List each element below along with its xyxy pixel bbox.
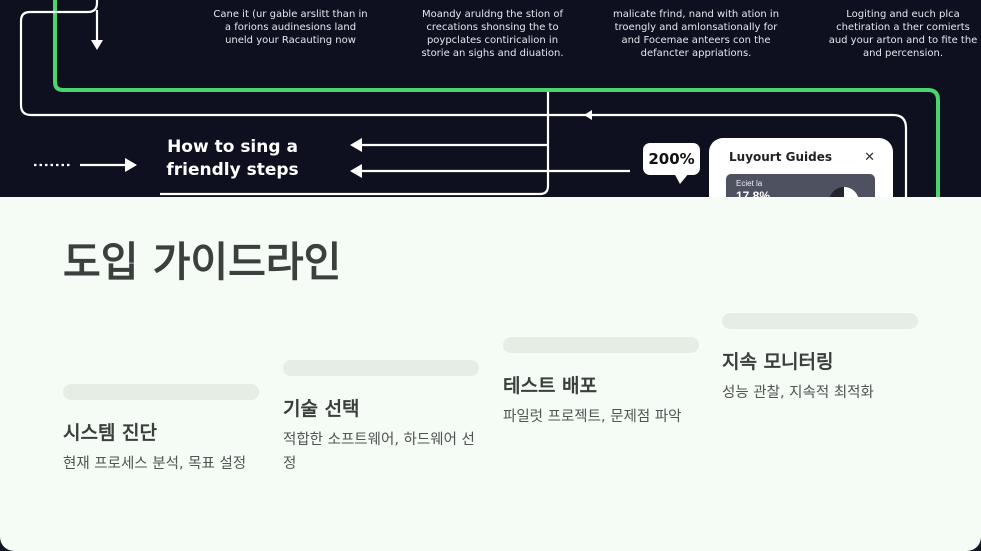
guide-card-title: Luyourt Guides <box>729 150 833 164</box>
step-description: 현재 프로세스 분석, 목표 설정 <box>63 456 247 472</box>
zoom-badge: 200% <box>643 143 700 175</box>
badge-tail <box>674 173 689 184</box>
guide-card-stat: Eciet la 17.8% <box>726 174 875 200</box>
step-system-diagnosis: 시스템 진단 현재 프로세스 분석, 목표 설정 <box>63 384 263 476</box>
step-description: 파일럿 프로젝트, 문제점 파악 <box>503 409 682 425</box>
pie-chart-icon <box>829 187 859 200</box>
howto-heading: How to sing a friendly steps <box>150 136 315 182</box>
hero-caption-4: Logiting and euch plca chetiration a the… <box>828 9 978 59</box>
step-title: 기술 선택 <box>283 398 360 420</box>
step-title: 테스트 배포 <box>503 375 598 397</box>
guide-card: Luyourt Guides ✕ Eciet la 17.8% <box>709 138 893 200</box>
step-tech-selection: 기술 선택 적합한 소프트웨어, 하드웨어 선정 <box>283 360 483 476</box>
howto-line-2: friendly steps <box>166 160 299 180</box>
hero-caption-2: Moandy aruldng the stion of crecations s… <box>421 9 564 59</box>
hero-caption-3: malicate frind, nand with ation in troen… <box>612 9 780 59</box>
guide-card-subtitle: Eciet la <box>736 179 763 188</box>
guide-card-value: 17.8% <box>736 189 771 200</box>
content-panel <box>0 197 981 551</box>
step-bar <box>503 337 699 353</box>
step-title: 시스템 진단 <box>63 422 158 444</box>
step-description: 성능 관찰, 지속적 최적화 <box>722 385 874 401</box>
step-description: 적합한 소프트웨어, 하드웨어 선정 <box>283 432 475 472</box>
step-monitoring: 지속 모니터링 성능 관찰, 지속적 최적화 <box>722 313 922 405</box>
step-bar <box>283 360 479 376</box>
flow-lines <box>19 0 940 200</box>
step-bar <box>63 384 259 400</box>
hero-illustration: Cane it (ur gable arslitt than in a fori… <box>0 0 981 200</box>
hero-caption-1: Cane it (ur gable arslitt than in a fori… <box>213 9 368 46</box>
step-test-deploy: 테스트 배포 파일럿 프로젝트, 문제점 파악 <box>503 337 703 429</box>
step-bar <box>722 313 918 329</box>
page-title: 도입 가이드라인 <box>63 238 342 286</box>
step-title: 지속 모니터링 <box>722 351 834 373</box>
close-icon[interactable]: ✕ <box>864 149 875 164</box>
howto-line-1: How to sing a <box>167 137 298 157</box>
